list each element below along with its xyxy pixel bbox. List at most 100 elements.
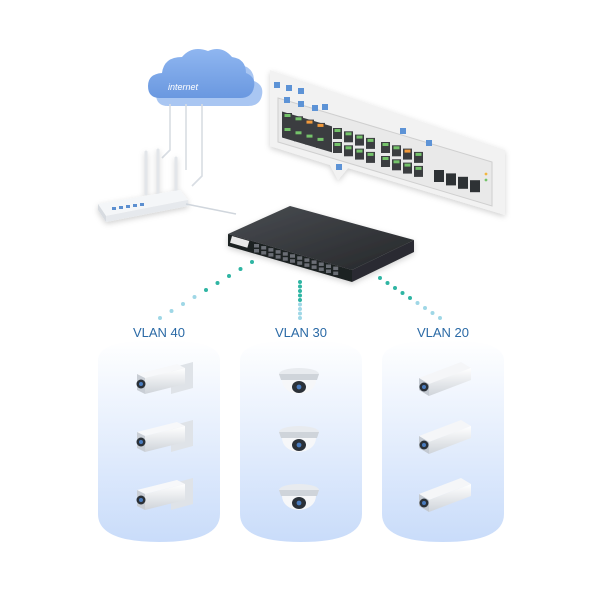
panel-port-led <box>356 149 363 153</box>
panel-port <box>316 136 325 148</box>
switch-port <box>282 257 288 261</box>
cloud-icon <box>148 49 263 106</box>
vlan-column-vlan-40: VLAN 40 <box>98 325 220 542</box>
panel-port-led <box>415 166 422 170</box>
link-dot <box>298 293 302 298</box>
dome-camera-icon <box>279 426 319 452</box>
vlan-columns: VLAN 40 VLAN 30 VLAN 20 <box>98 325 504 542</box>
link-dot <box>204 288 208 292</box>
panel-port <box>366 137 375 149</box>
tube-camera-icon <box>419 478 471 512</box>
dome-camera-icon <box>279 484 319 510</box>
tube-camera-icon <box>419 420 471 454</box>
switch-port <box>318 267 324 271</box>
vlan-label: VLAN 40 <box>133 325 185 340</box>
panel-port <box>333 128 342 139</box>
switch-port <box>311 265 317 269</box>
switch-port <box>261 246 267 250</box>
panel-port-led <box>306 120 313 124</box>
panel-port <box>392 159 401 171</box>
vlan-label: VLAN 30 <box>275 325 327 340</box>
switch-port <box>282 252 288 256</box>
dotted-link <box>158 260 254 320</box>
panel-port-block <box>381 142 423 177</box>
vlan-column-vlan-20: VLAN 20 <box>382 325 504 542</box>
panel-port <box>355 134 364 146</box>
panel-port <box>283 113 292 124</box>
panel-marker-icon <box>298 101 304 107</box>
panel-port <box>403 148 412 160</box>
panel-marker-icon <box>312 105 318 111</box>
panel-port <box>381 156 390 167</box>
panel-port-led <box>415 152 422 156</box>
panel-port-led <box>367 138 374 142</box>
dome-camera-icon <box>279 368 319 394</box>
switch-logo-label <box>230 236 250 248</box>
panel-port <box>392 145 401 157</box>
link-dot <box>298 307 302 311</box>
panel-port-led <box>345 132 352 136</box>
router <box>98 148 188 222</box>
panel-port-block <box>333 128 375 163</box>
panel-sfp-port <box>470 180 480 193</box>
panel-port <box>305 133 314 145</box>
switch-port <box>268 253 274 257</box>
panel-marker-icon <box>298 88 304 94</box>
bullet-box-camera-icon <box>136 420 193 452</box>
bullet-box-camera-icon <box>136 362 193 394</box>
panel-port-led <box>284 128 291 131</box>
link-dot <box>169 309 174 313</box>
panel-marker-icon <box>274 82 280 88</box>
switch-port <box>311 260 317 264</box>
panel-port-led <box>393 160 400 164</box>
switch-port <box>261 251 267 255</box>
vlan-label: VLAN 20 <box>417 325 469 340</box>
switch-port <box>333 266 339 271</box>
panel-sfp-block <box>434 170 480 193</box>
switch-port <box>304 258 310 262</box>
panel-port-block <box>283 113 325 148</box>
switch-port <box>333 271 339 276</box>
link-dot <box>250 260 254 264</box>
network-switch <box>228 206 414 282</box>
panel-port <box>414 165 423 177</box>
panel-port <box>344 145 353 157</box>
panel-port <box>403 162 412 174</box>
switch-port <box>326 269 331 273</box>
panel-marker-icon <box>426 140 432 146</box>
switch-port <box>275 250 281 254</box>
dotted-link <box>378 276 442 320</box>
link-dot <box>298 302 302 307</box>
panel-port-led <box>345 146 352 150</box>
link-dot <box>385 281 390 285</box>
panel-sfp-port <box>434 170 444 182</box>
panel-port-led <box>404 163 411 167</box>
panel-port <box>294 130 303 142</box>
switch-port <box>254 244 259 248</box>
switch-port <box>254 249 259 253</box>
link-dot <box>181 302 185 306</box>
link-dot <box>298 280 302 284</box>
vlan-links <box>158 260 442 320</box>
panel-led <box>484 178 488 182</box>
panel-port-led <box>367 152 374 156</box>
panel-marker-icon <box>286 85 292 91</box>
switch-port <box>290 254 295 258</box>
link-dot <box>192 295 197 299</box>
router-switch-cable <box>185 203 237 215</box>
link-dot <box>408 296 412 300</box>
panel-marker-icon <box>336 164 342 170</box>
panel-port-led <box>334 143 341 146</box>
switch-port <box>297 256 303 260</box>
link-dot <box>215 281 220 285</box>
cloud-label: internet <box>168 82 199 92</box>
tube-camera-icon <box>419 362 471 396</box>
bullet-box-camera-icon <box>136 478 193 510</box>
panel-port <box>333 142 342 153</box>
cloud-router-cables <box>161 104 203 187</box>
link-dot <box>438 316 442 320</box>
panel-port <box>414 151 423 163</box>
port-panel-callout <box>270 70 505 215</box>
switch-ports <box>254 244 339 276</box>
panel-marker-icon <box>322 104 328 110</box>
